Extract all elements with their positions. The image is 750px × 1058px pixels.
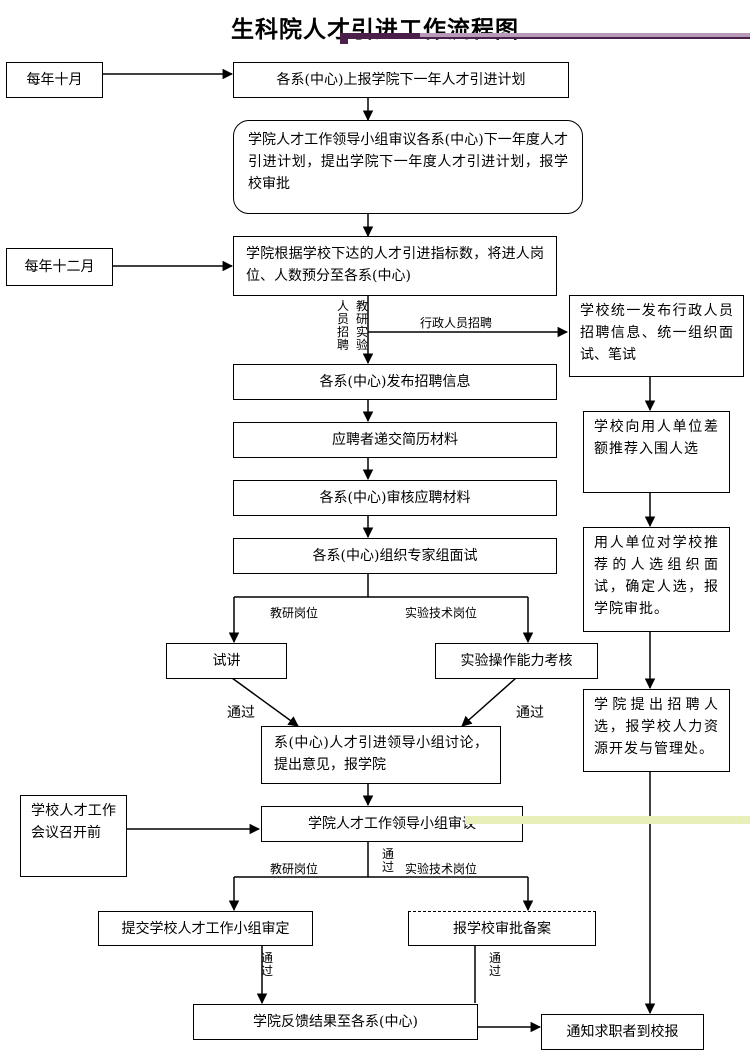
title-underline-shade <box>420 33 750 37</box>
label-pass-center: 通过 <box>382 847 395 874</box>
label-pass-record: 通过 <box>489 951 502 978</box>
arrow-trial-s8 <box>231 677 299 727</box>
label-teaching-post-2: 教研岗位 <box>270 862 319 876</box>
step-submit-resume: 应聘者递交简历材料 <box>233 422 557 458</box>
admin-step-publish: 学校统一发布行政人员招聘信息、统一组织面试、笔试 <box>569 295 744 377</box>
side-note-december: 每年十二月 <box>6 248 113 286</box>
label-teach-research-lab: 教研实验 <box>356 299 369 352</box>
step-dept-discussion: 系(中心)人才引进领导小组讨论，提出意见，报学院 <box>261 726 501 784</box>
admin-step-interview: 用人单位对学校推荐的人选组织面试，确定人选，报学院审批。 <box>583 527 730 632</box>
label-pass-left: 通过 <box>227 705 255 721</box>
step-assign-quota: 学院根据学校下达的人才引进指标数，将进人岗位、人数预分至各系(中心) <box>233 236 557 296</box>
step-lab-test: 实验操作能力考核 <box>435 643 598 679</box>
label-lab-post-2: 实验技术岗位 <box>405 862 478 876</box>
side-note-meeting: 学校人才工作会议召开前 <box>20 795 127 877</box>
label-pass-right: 通过 <box>516 705 544 721</box>
step-expert-interview: 各系(中心)组织专家组面试 <box>233 538 557 574</box>
title-underline-mark <box>340 36 348 44</box>
side-note-october: 每年十月 <box>6 62 103 98</box>
arrow-lab-s8 <box>461 677 517 727</box>
step-submit-plan: 各系(中心)上报学院下一年人才引进计划 <box>233 62 569 98</box>
step-notify: 通知求职者到校报 <box>541 1014 704 1050</box>
label-lab-post-1: 实验技术岗位 <box>405 606 478 620</box>
step-review-plan: 学院人才工作领导小组审议各系(中心)下一年度人才引进计划，提出学院下一年度人才引… <box>233 120 583 214</box>
step-submit-school: 提交学校人才工作小组审定 <box>98 911 313 946</box>
step-post-recruitment: 各系(中心)发布招聘信息 <box>233 364 557 400</box>
label-pass-submit: 通过 <box>261 951 274 978</box>
step-trial-lecture: 试讲 <box>166 643 287 679</box>
label-staff-recruit: 人员招聘 <box>337 299 350 352</box>
admin-step-recommend: 学校向用人单位差额推荐入围人选 <box>583 411 730 493</box>
label-admin-recruit: 行政人员招聘 <box>420 316 493 330</box>
label-teaching-post-1: 教研岗位 <box>270 606 319 620</box>
admin-step-propose: 学院提出招聘人选，报学校人力资源开发与管理处。 <box>583 689 730 772</box>
highlight-strip <box>465 816 750 824</box>
step-review-materials: 各系(中心)审核应聘材料 <box>233 480 557 516</box>
step-college-review: 学院人才工作领导小组审议 <box>261 806 523 842</box>
step-feedback: 学院反馈结果至各系(中心) <box>193 1004 478 1040</box>
step-record: 报学校审批备案 <box>408 911 596 946</box>
